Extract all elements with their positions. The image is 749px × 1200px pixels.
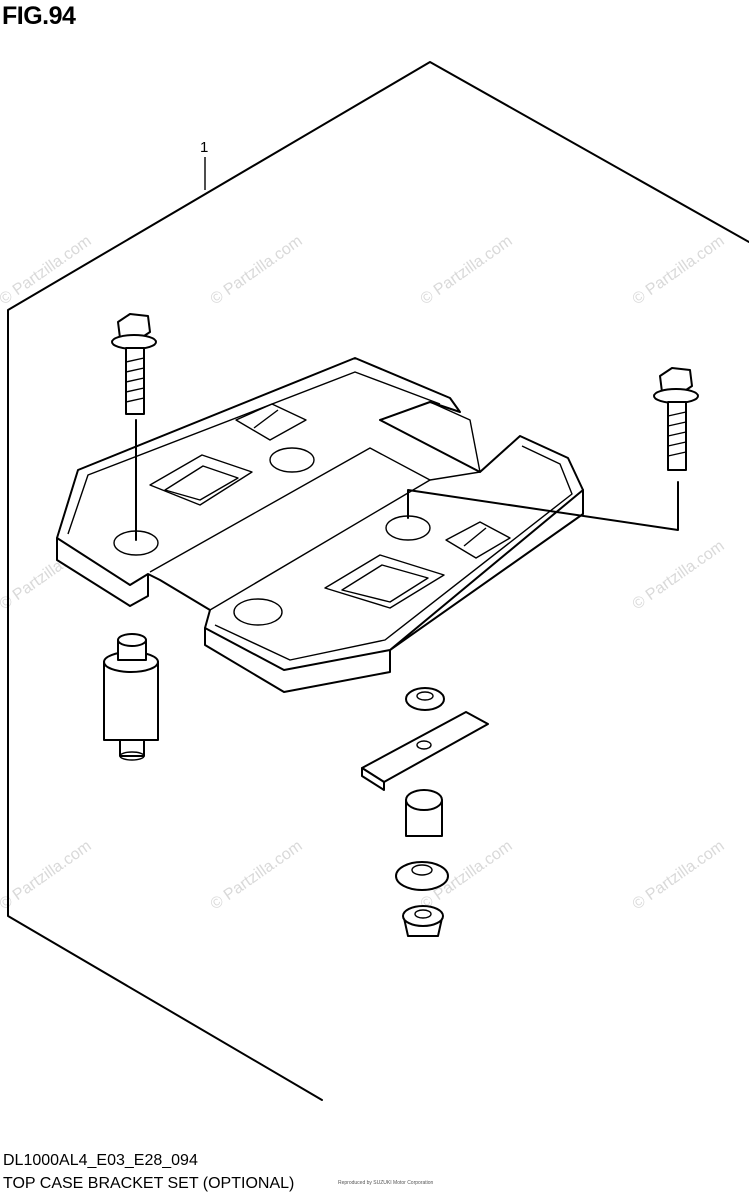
watermark: © Partzilla.com: [208, 233, 306, 309]
watermark: © Partzilla.com: [630, 233, 728, 309]
watermark: © Partzilla.com: [630, 838, 728, 914]
bolt-left: [111, 313, 157, 541]
watermark: © Partzilla.com: [630, 538, 728, 614]
spacer-small: [405, 789, 443, 837]
watermark: © Partzilla.com: [418, 233, 516, 309]
spacer-collar: [103, 633, 159, 761]
washer-top: [405, 687, 445, 711]
watermark: © Partzilla.com: [0, 838, 95, 914]
watermark: © Partzilla.com: [0, 233, 95, 309]
bolt-right: [407, 367, 699, 531]
figure-title: FIG.94: [2, 2, 76, 30]
watermark: © Partzilla.com: [208, 838, 306, 914]
footer-note: Reproduced by SUZUKI Motor Corporation: [338, 1180, 434, 1186]
washer-bottom: [395, 861, 449, 891]
diagram-code: DL1000AL4_E03_E28_094: [3, 1152, 198, 1169]
kit-outline: [7, 61, 749, 1101]
diagram-caption: TOP CASE BRACKET SET (OPTIONAL): [3, 1175, 295, 1192]
flat-plate: [361, 711, 489, 791]
bracket-plate: [56, 357, 584, 693]
flange-nut: [402, 905, 444, 937]
callout-number: 1: [200, 139, 208, 156]
